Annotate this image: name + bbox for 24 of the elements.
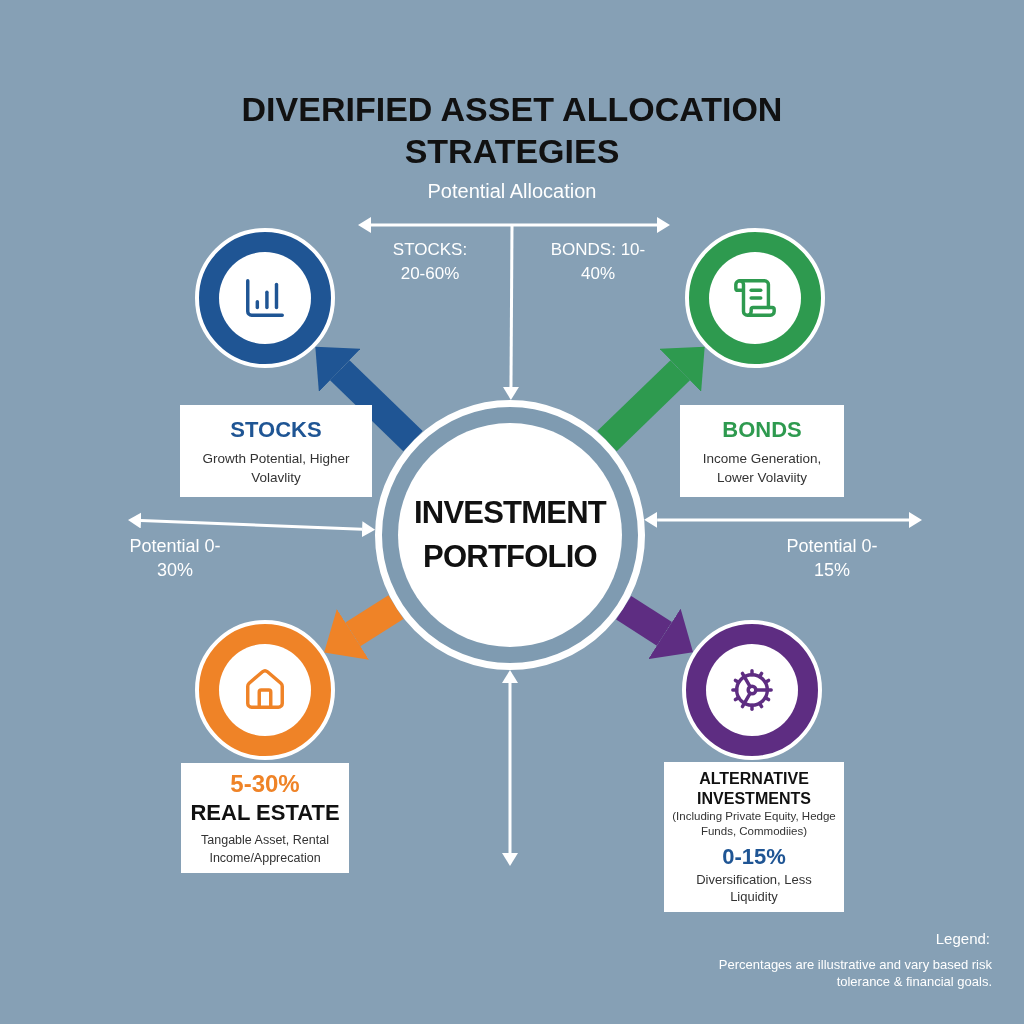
card-description: Tangable Asset, Rental Income/Apprecation xyxy=(200,832,330,867)
card-heading: ALTERNATIVE INVESTMENTS xyxy=(696,769,812,809)
range-label: Potential 0-30% xyxy=(128,535,222,582)
card-heading: REAL ESTATE xyxy=(190,799,340,827)
info-card xyxy=(680,405,844,497)
info-card xyxy=(180,405,372,497)
legend-heading: Legend: xyxy=(934,929,990,949)
legend-note: Percentages are illustrative and vary based risk tolerance & financial goals. xyxy=(717,956,992,990)
card-description: Diversification, Less Liquidity xyxy=(695,871,813,905)
card-description: Income Generation, Lower Volaviity xyxy=(701,450,823,487)
card-heading: BONDS xyxy=(722,416,802,444)
info-card xyxy=(664,762,844,912)
percent-text: 0-15% xyxy=(722,843,786,871)
card-note: (Including Private Equity, Hedge Funds, Commodiies) xyxy=(672,809,836,839)
title: DIVERIFIED ASSET ALLOCATION STRATEGIES xyxy=(240,89,784,172)
allocation-heading: Potential Allocation xyxy=(426,179,598,204)
portfolio-title: INVESTMENT PORTFOLIO xyxy=(412,494,608,576)
card-heading: STOCKS xyxy=(230,416,322,444)
card-description: Growth Potential, Higher Volavlity xyxy=(201,450,351,487)
range-label: BONDS: 10-40% xyxy=(549,239,647,285)
range-label: STOCKS: 20-60% xyxy=(391,239,469,285)
info-card xyxy=(181,763,349,873)
percent-text: 5-30% xyxy=(230,769,300,799)
range-label: Potential 0-15% xyxy=(785,535,879,582)
